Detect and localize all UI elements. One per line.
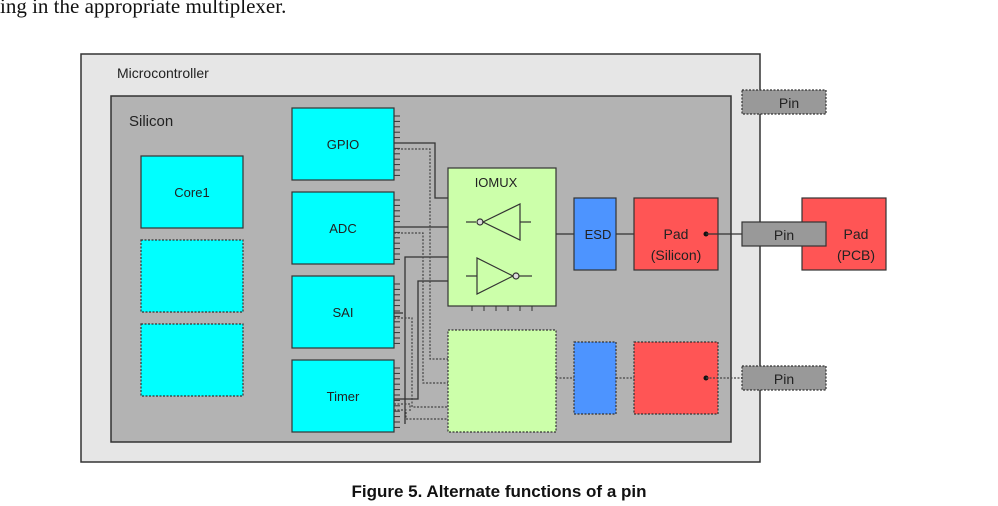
silicon-label: Silicon — [129, 113, 173, 130]
adc-block — [291, 191, 395, 265]
core-label: Core1 — [174, 185, 209, 200]
timer-block — [291, 359, 395, 433]
pin-block-ghost — [741, 89, 827, 115]
sai-label: SAI — [333, 305, 354, 320]
core-block-ghost — [140, 239, 244, 313]
iomux-select-ticks — [471, 306, 533, 311]
pad-silicon-label-line1: Pad — [664, 226, 689, 242]
gpio-label: GPIO — [327, 137, 360, 152]
pin-label: Pin — [774, 227, 794, 243]
esd-label: ESD — [585, 227, 612, 242]
intro-text: ing in the appropriate multiplexer. — [0, 0, 287, 18]
adc-label: ADC — [329, 221, 356, 236]
pin-label: Pin — [774, 371, 794, 387]
gpio-block — [291, 107, 395, 181]
iomux-label: IOMUX — [475, 175, 518, 190]
core-blocks: Core1 — [140, 155, 244, 397]
core-block — [140, 155, 244, 229]
esd-block — [573, 197, 617, 271]
pad-silicon-label-line2: (Silicon) — [651, 247, 702, 263]
signal-wires-active — [394, 142, 448, 424]
peripheral-blocks: GPIO ADC SAI Timer — [291, 107, 395, 433]
microcontroller-label: Microcontroller — [117, 65, 209, 81]
core-block-ghost — [140, 323, 244, 397]
sai-block — [291, 275, 395, 349]
pin-block-ghost — [741, 365, 827, 391]
iomux-block — [447, 167, 557, 307]
timer-label: Timer — [327, 389, 360, 404]
inverter-output-icon — [466, 257, 532, 295]
pin-alternate-functions-diagram: Microcontroller Silicon Core1 GPIO ADC S… — [80, 53, 887, 463]
figure-caption: Figure 5. Alternate functions of a pin — [351, 482, 647, 501]
signal-wires-alternate — [394, 148, 448, 420]
inverter-input-icon — [466, 203, 531, 241]
pin-label: Pin — [779, 95, 799, 111]
pad-pcb-label-line2: (PCB) — [837, 247, 875, 263]
pin-block — [741, 221, 827, 247]
pad-pcb-label-line1: Pad — [844, 226, 869, 242]
esd-block-ghost — [573, 341, 617, 415]
iomux-block-ghost — [447, 329, 557, 433]
